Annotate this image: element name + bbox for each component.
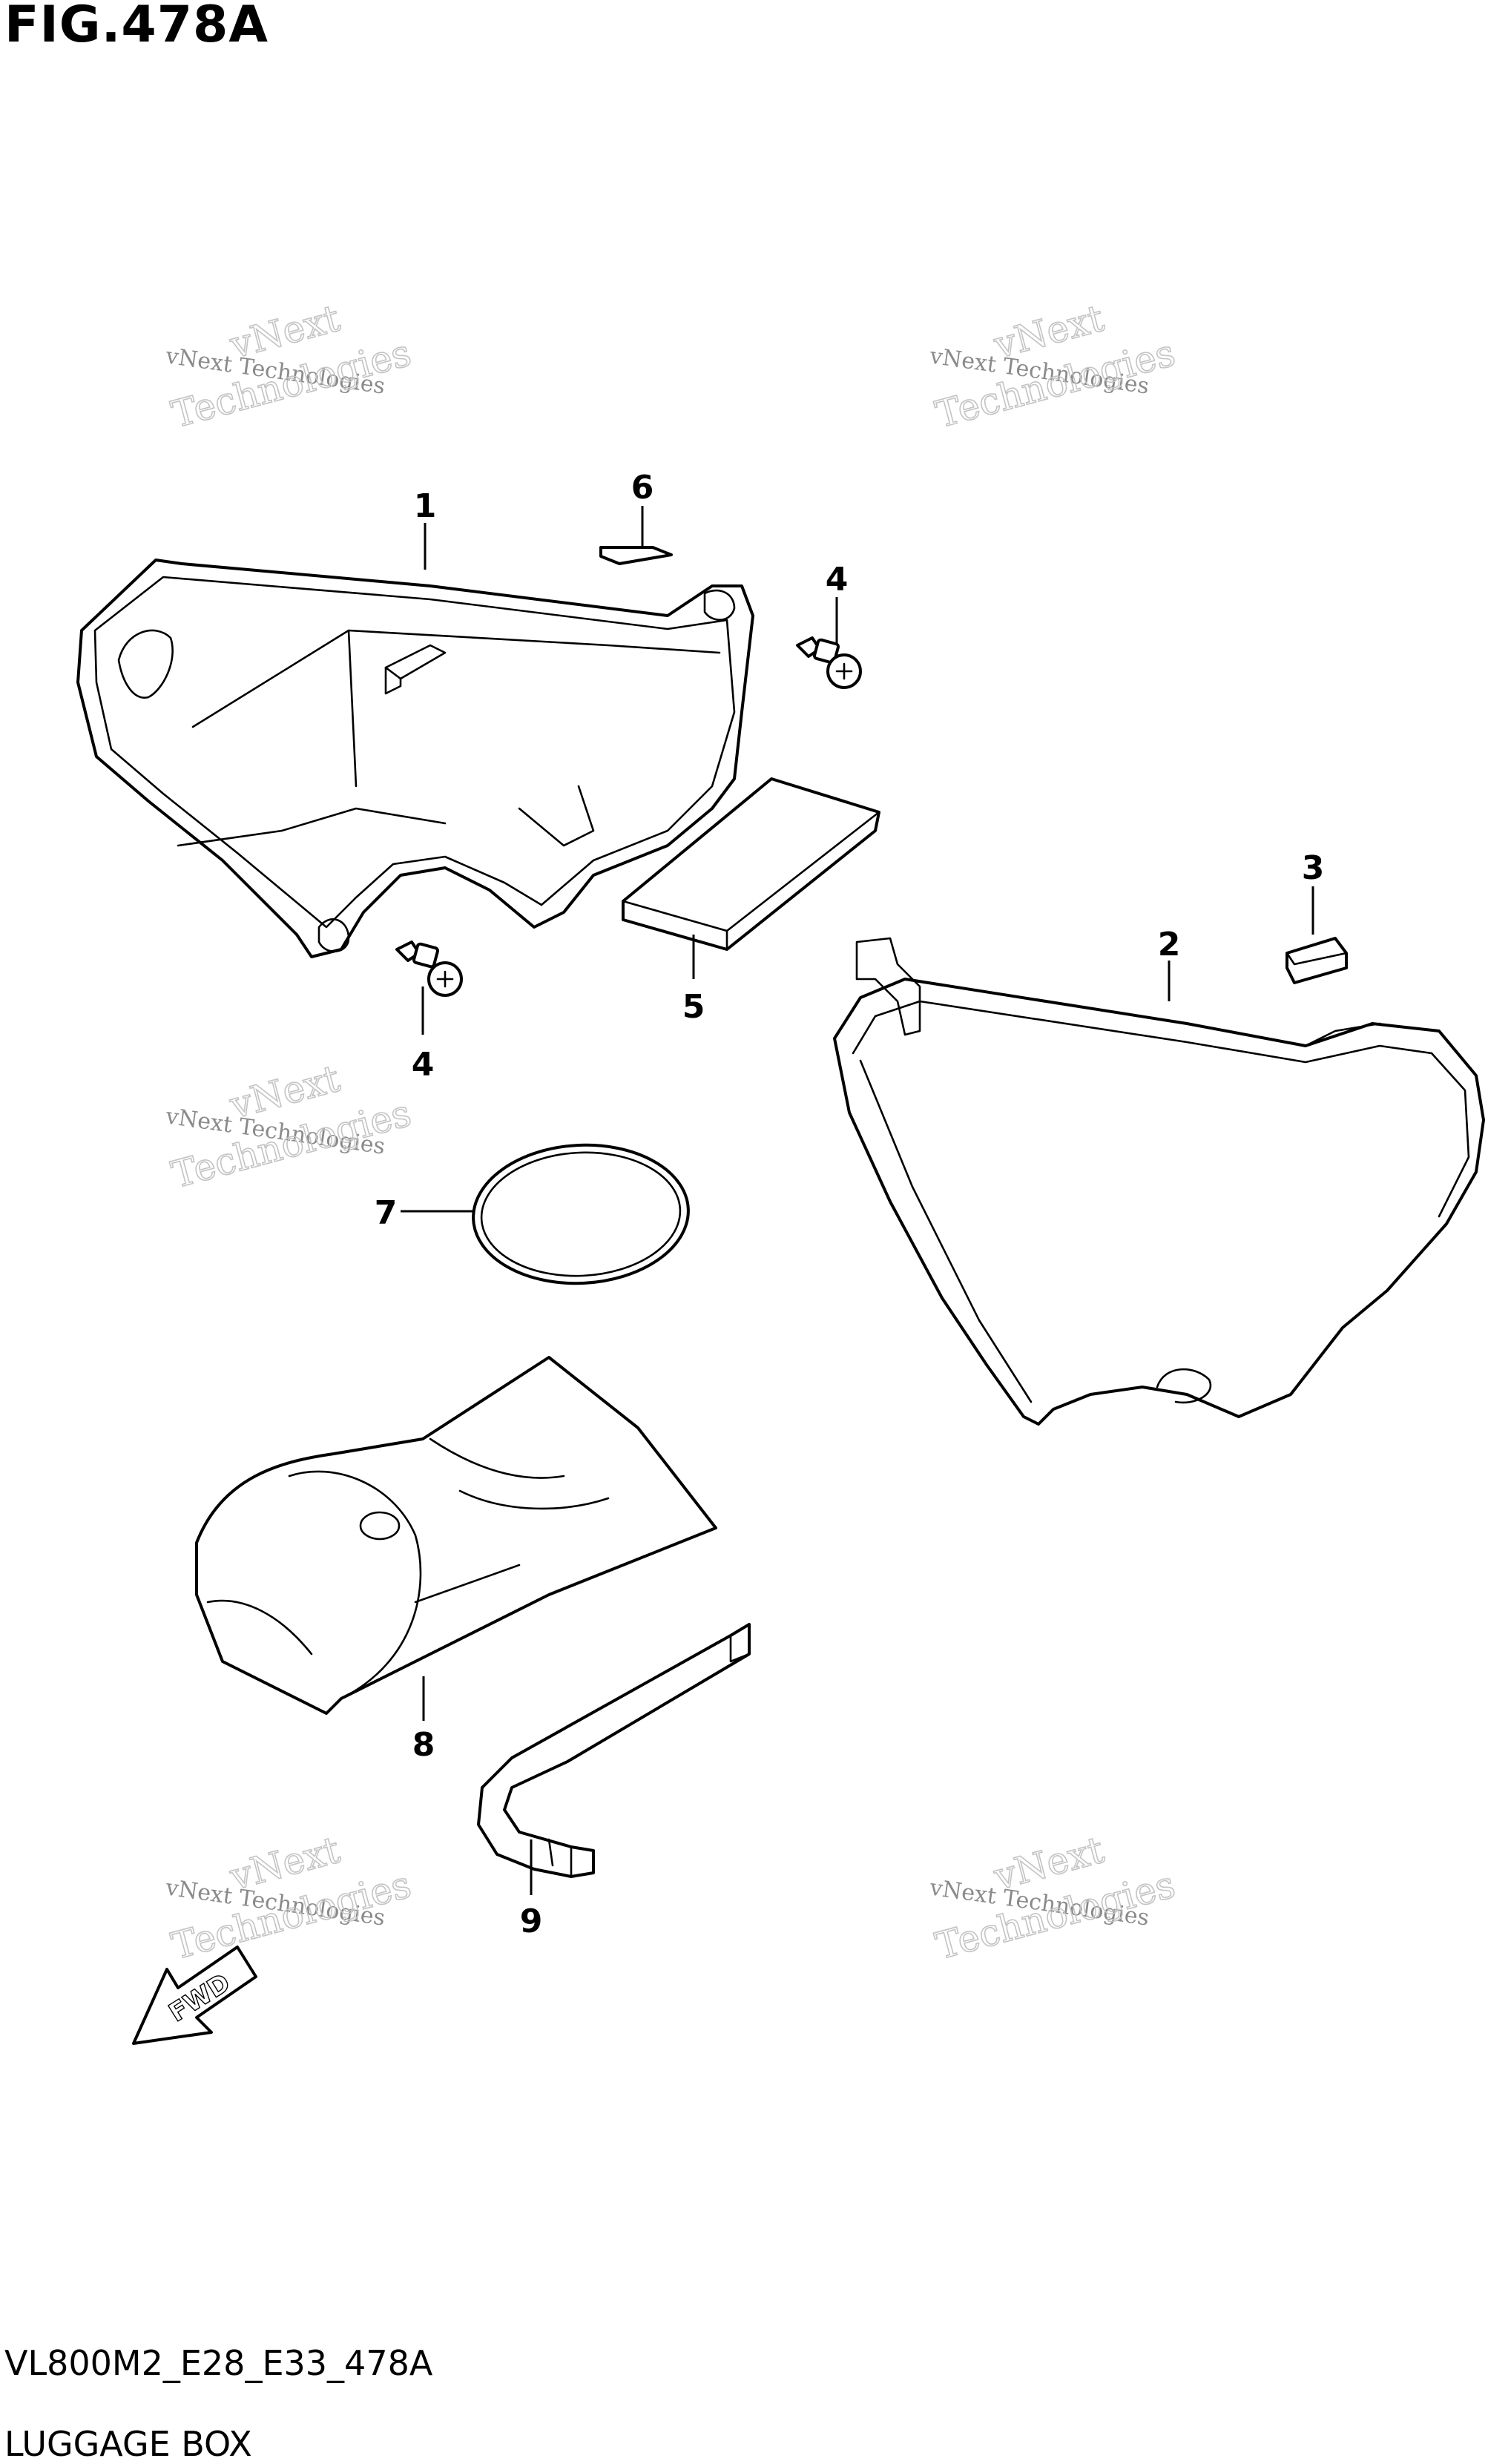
callout-6: 6 xyxy=(631,469,654,507)
part-6-label xyxy=(599,546,673,565)
part-1-luggage-box xyxy=(76,559,754,958)
part-3-cushion-pad xyxy=(1285,937,1348,984)
leader-lines xyxy=(401,506,1314,1895)
part-4-screw-lower xyxy=(395,941,463,997)
callout-4-upper: 4 xyxy=(826,561,849,599)
part-2-side-cover xyxy=(833,937,1485,1426)
callout-8: 8 xyxy=(412,1726,435,1764)
callout-4-lower: 4 xyxy=(412,1046,435,1084)
part-4-screw-upper xyxy=(796,636,862,689)
part-9-hex-wrench xyxy=(477,1623,751,1878)
callout-3: 3 xyxy=(1302,849,1325,887)
model-code: VL800M2_E28_E33_478A xyxy=(4,2343,433,2383)
callout-9: 9 xyxy=(520,1903,543,1940)
part-7-o-ring xyxy=(472,1143,690,1285)
part-5-sheet xyxy=(622,777,880,951)
callout-7: 7 xyxy=(375,1194,398,1232)
callouts: 1 2 3 4 4 5 6 7 8 9 xyxy=(375,469,1325,1940)
part-8-tool-bag xyxy=(195,1356,717,1715)
callout-1: 1 xyxy=(414,487,437,525)
callout-2: 2 xyxy=(1158,926,1181,963)
figure-title: FIG.478A xyxy=(4,0,269,54)
callout-5: 5 xyxy=(682,988,705,1026)
section-name: LUGGAGE BOX xyxy=(4,2424,252,2464)
